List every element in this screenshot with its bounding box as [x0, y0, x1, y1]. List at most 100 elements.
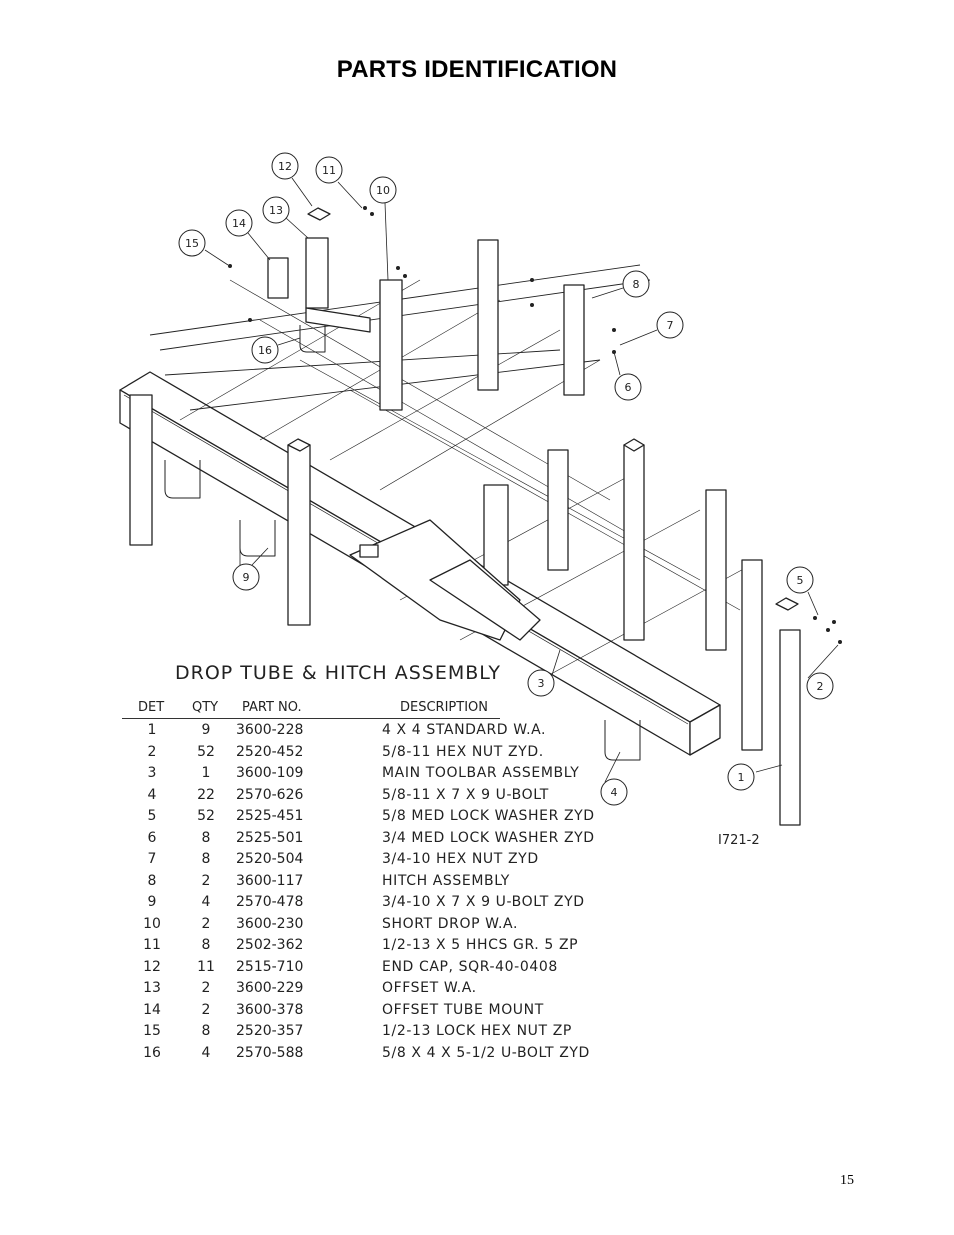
cell-det: 9: [147, 894, 157, 910]
svg-text:7: 7: [667, 319, 674, 332]
svg-text:15: 15: [185, 237, 199, 250]
svg-text:14: 14: [232, 217, 246, 230]
cell-det: 6: [147, 829, 157, 846]
cell-description: 5/8 X 4 X 5-1/2 U-BOLT ZYD: [382, 1044, 590, 1061]
header-part-no: PART NO.: [242, 700, 302, 715]
cell-part-no: 2570-478: [236, 894, 304, 910]
cell-description: SHORT DROP W.A.: [382, 915, 519, 932]
cell-det: 4: [147, 786, 157, 803]
table-row: 13 2 3600-229 OFFSET W.A.: [0, 980, 954, 1000]
header-rule: [122, 718, 500, 719]
cell-qty: 2: [201, 872, 211, 889]
cell-description: 3/4 MED LOCK WASHER ZYD: [382, 829, 595, 846]
cell-description: 4 X 4 STANDARD W.A.: [382, 722, 547, 738]
balloon-9: 9: [232, 545, 269, 591]
cell-part-no: 3600-117: [236, 872, 304, 889]
cell-qty: 8: [201, 851, 211, 867]
table-row: 8 2 3600-117 HITCH ASSEMBLY: [0, 873, 954, 893]
balloon-2: 2: [806, 644, 839, 700]
cell-det: 2: [147, 743, 157, 760]
svg-text:1: 1: [738, 771, 745, 784]
hitch-assembly: [349, 484, 541, 641]
cell-part-no: 2570-626: [236, 786, 304, 803]
cell-det: 12: [143, 958, 161, 975]
cell-part-no: 3600-230: [236, 915, 304, 932]
cell-qty: 4: [201, 894, 211, 910]
cell-det: 5: [147, 808, 157, 824]
balloon-5: 5: [786, 566, 819, 616]
cell-qty: 52: [197, 743, 215, 760]
balloon-3: 3: [527, 649, 561, 697]
balloon-4: 4: [600, 751, 628, 806]
cell-qty: 1: [201, 765, 211, 781]
cell-qty: 9: [201, 722, 211, 738]
cell-part-no: 3600-229: [236, 980, 304, 996]
cell-description: OFFSET W.A.: [382, 980, 477, 996]
cell-qty: 11: [197, 958, 215, 975]
cell-description: 5/8 MED LOCK WASHER ZYD: [382, 808, 595, 824]
table-row: 3 1 3600-109 MAIN TOOLBAR ASSEMBLY: [0, 765, 954, 785]
table-row: 2 52 2520-452 5/8-11 HEX NUT ZYD.: [0, 744, 954, 764]
page-number: 15: [840, 1173, 854, 1188]
balloon-1: 1: [727, 763, 783, 791]
svg-text:16: 16: [258, 344, 272, 357]
cell-part-no: 2520-452: [236, 743, 304, 760]
cell-description: 1/2-13 LOCK HEX NUT ZP: [382, 1023, 572, 1039]
cell-description: 3/4-10 HEX NUT ZYD: [382, 851, 539, 867]
cell-det: 16: [143, 1044, 161, 1061]
cell-description: MAIN TOOLBAR ASSEMBLY: [382, 765, 580, 781]
header-qty: QTY: [192, 700, 219, 715]
cell-description: 5/8-11 HEX NUT ZYD.: [382, 743, 544, 760]
cell-det: 15: [143, 1023, 161, 1039]
cell-qty: 22: [197, 786, 215, 803]
balloon-15: 15: [178, 229, 229, 266]
end-caps: [287, 207, 799, 611]
cell-description: HITCH ASSEMBLY: [382, 872, 510, 889]
cell-det: 10: [143, 915, 161, 932]
cell-qty: 2: [201, 980, 211, 996]
svg-text:6: 6: [625, 381, 632, 394]
cell-description: 1/2-13 X 5 HHCS GR. 5 ZP: [382, 937, 579, 953]
standard-drop-tubes: [129, 239, 801, 826]
cell-det: 3: [147, 765, 157, 781]
balloon-13: 13: [262, 196, 309, 239]
svg-text:3: 3: [538, 677, 545, 690]
header-det: DET: [138, 700, 165, 715]
table-row: 12 11 2515-710 END CAP, SQR-40-0408: [0, 959, 954, 979]
cell-qty: 8: [201, 829, 211, 846]
cell-part-no: 3600-109: [236, 765, 304, 781]
cell-part-no: 2515-710: [236, 958, 304, 975]
cell-det: 14: [143, 1001, 161, 1018]
svg-text:11: 11: [322, 164, 336, 177]
cell-qty: 4: [201, 1044, 211, 1061]
cell-part-no: 2570-588: [236, 1044, 304, 1061]
cell-det: 1: [147, 722, 157, 738]
cell-det: 13: [143, 980, 161, 996]
balloon-6: 6: [613, 351, 642, 401]
cell-description: END CAP, SQR-40-0408: [382, 958, 558, 975]
svg-text:13: 13: [269, 204, 283, 217]
balloon-7: 7: [619, 311, 684, 346]
svg-text:9: 9: [243, 571, 250, 584]
cell-det: 7: [147, 851, 157, 867]
cell-det: 11: [143, 937, 161, 953]
svg-text:8: 8: [633, 278, 640, 291]
cell-description: 5/8-11 X 7 X 9 U-BOLT: [382, 786, 549, 803]
hardware-nuts: [228, 206, 842, 644]
cell-qty: 52: [197, 808, 215, 824]
table-row: 1 9 3600-228 4 X 4 STANDARD W.A.: [0, 722, 954, 742]
cell-part-no: 3600-378: [236, 1001, 304, 1018]
cell-qty: 2: [201, 915, 211, 932]
svg-text:4: 4: [611, 786, 618, 799]
cell-det: 8: [147, 872, 157, 889]
page-title: PARTS IDENTIFICATION: [336, 56, 618, 83]
cell-qty: 8: [201, 1023, 211, 1039]
assembly-title: DROP TUBE & HITCH ASSEMBLY: [175, 662, 501, 684]
svg-text:10: 10: [376, 184, 390, 197]
table-row: 4 22 2570-626 5/8-11 X 7 X 9 U-BOLT: [0, 787, 954, 807]
cell-part-no: 3600-228: [236, 722, 304, 738]
